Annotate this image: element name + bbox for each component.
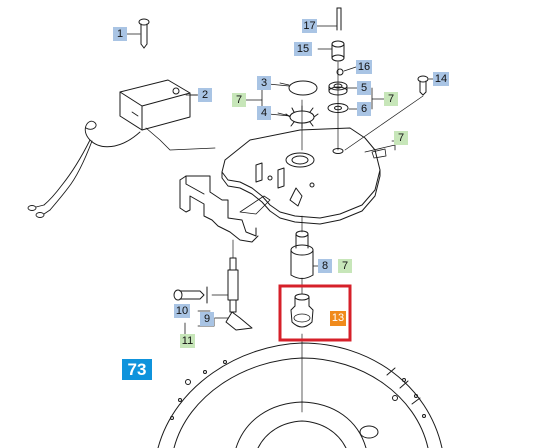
part-screw [138, 18, 150, 49]
part-star-washer [277, 105, 319, 129]
callout-7a: 7 [232, 93, 246, 107]
part-nozzle [290, 277, 314, 413]
part-cap [331, 40, 345, 62]
callout-13: 13 [330, 311, 346, 326]
callout-7c: 7 [394, 131, 408, 145]
callout-4: 4 [257, 106, 271, 120]
highlight-box [278, 284, 352, 342]
callout-8: 8 [318, 259, 332, 273]
callout-17: 17 [302, 19, 317, 33]
part-electrode [225, 239, 253, 331]
callout-2: 2 [198, 88, 212, 102]
callout-10: 10 [174, 304, 190, 318]
callout-6: 6 [357, 102, 371, 116]
part-control-box [119, 79, 201, 131]
callout-3: 3 [257, 76, 271, 90]
part-cable [27, 120, 216, 218]
callout-9: 9 [200, 312, 214, 326]
part-long-screw [173, 286, 229, 304]
callout-5: 5 [357, 81, 371, 95]
part-sleeve [290, 215, 314, 279]
part-ball [336, 68, 344, 76]
callout-7b: 7 [384, 92, 398, 106]
part-rod [336, 7, 342, 31]
callout-1: 1 [113, 27, 127, 41]
callout-7d: 7 [338, 259, 352, 273]
part-gasket [279, 80, 318, 96]
part-base-disk [157, 342, 443, 448]
part-side-bracket [179, 175, 271, 243]
callout-16: 16 [356, 60, 372, 74]
part-mounting-plate [221, 127, 396, 225]
callout-11: 11 [180, 334, 195, 348]
callout-15: 15 [294, 42, 312, 56]
callout-73: 73 [122, 359, 152, 380]
part-small-screw [344, 75, 429, 151]
callout-14: 14 [433, 72, 449, 86]
